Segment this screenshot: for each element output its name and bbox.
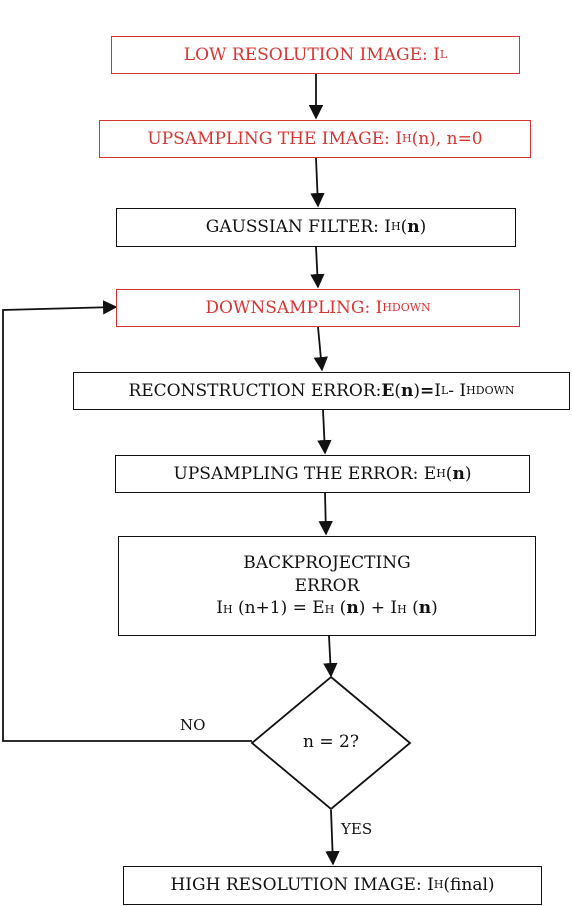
node-recon-text: RECONSTRUCTION ERROR:	[128, 380, 382, 401]
node-backproj-i: I	[216, 598, 223, 619]
node-upsampling-error-n: n	[452, 463, 465, 484]
edge-label-no: NO	[180, 716, 206, 734]
node-upsampling-error-open: (	[445, 463, 453, 484]
node-gaussian-open: (	[400, 217, 408, 238]
node-downsampling-text: DOWNSAMPLING: I	[205, 297, 383, 318]
node-recon-minus: - I	[448, 380, 467, 401]
node-recon-close: )	[413, 380, 420, 401]
node-recon-eq: =	[420, 380, 435, 401]
node-low-resolution-text: LOW RESOLUTION IMAGE: I	[183, 44, 440, 65]
decision-label: n = 2?	[303, 732, 359, 752]
node-upsampling-tail: (n), n=0	[411, 128, 483, 149]
node-gaussian-close: )	[419, 217, 427, 238]
arrow-downsample-to-recon	[313, 326, 328, 372]
node-backproj-line2: ERROR	[294, 575, 360, 596]
node-recon-i: I	[434, 380, 441, 401]
node-high-resolution-text: HIGH RESOLUTION IMAGE: I	[170, 875, 434, 896]
node-upsampling-sub: H	[402, 131, 412, 145]
node-backprojecting-error: BACKPROJECTING ERROR IH (n+1) = EH (n) +…	[118, 536, 536, 636]
loop-back-connector	[2, 300, 252, 742]
node-backproj-sub-h: H	[222, 603, 233, 617]
node-backproj-mid2: (	[334, 598, 347, 619]
arrow-recon-to-upsample-error	[317, 409, 332, 455]
node-backproj-line1: BACKPROJECTING	[243, 552, 411, 573]
decision-diamond	[250, 675, 412, 811]
node-backproj-mid: (n+1) = E	[232, 598, 325, 619]
node-upsampling-error-close: )	[464, 463, 472, 484]
arrow-backproj-to-decision	[323, 635, 338, 678]
node-gaussian-n: n	[407, 217, 420, 238]
node-recon-sub-hdown: HDOWN	[466, 383, 515, 397]
node-recon-sub-l: L	[440, 383, 449, 397]
node-gaussian-sub: H	[391, 220, 401, 234]
node-backproj-mid3: ) + I	[358, 598, 398, 619]
node-backproj-sub-h3: H	[397, 603, 407, 617]
node-recon-n: n	[400, 380, 414, 401]
node-high-resolution-tail: (final)	[443, 875, 495, 896]
node-recon-e: E	[381, 380, 395, 401]
node-backproj-n: n	[346, 598, 359, 619]
node-downsampling-sub: HDOWN	[382, 300, 431, 314]
node-upsampling-error-sub: H	[436, 466, 446, 480]
node-backproj-formula: IH (n+1) = EH (n) + IH (n)	[216, 597, 438, 620]
node-gaussian-text: GAUSSIAN FILTER: I	[205, 217, 391, 238]
node-low-resolution-sub: L	[439, 47, 448, 61]
node-backproj-end: )	[431, 598, 438, 619]
node-backproj-sub-h2: H	[324, 603, 335, 617]
edge-label-yes: YES	[341, 820, 373, 838]
arrow-gaussian-to-downsample	[310, 246, 325, 289]
arrow-upsample-error-to-backproj	[318, 492, 333, 536]
node-high-resolution-sub: H	[433, 878, 444, 892]
node-upsampling-text: UPSAMPLING THE IMAGE: I	[147, 128, 402, 149]
node-recon-open: (	[394, 380, 401, 401]
node-backproj-n2: n	[418, 598, 432, 619]
arrow-decision-to-high-res	[325, 809, 340, 866]
node-backproj-mid4: (	[406, 598, 419, 619]
node-upsampling-error-text: UPSAMPLING THE ERROR: E	[173, 463, 437, 484]
arrow-upsample-to-gaussian	[310, 157, 325, 208]
